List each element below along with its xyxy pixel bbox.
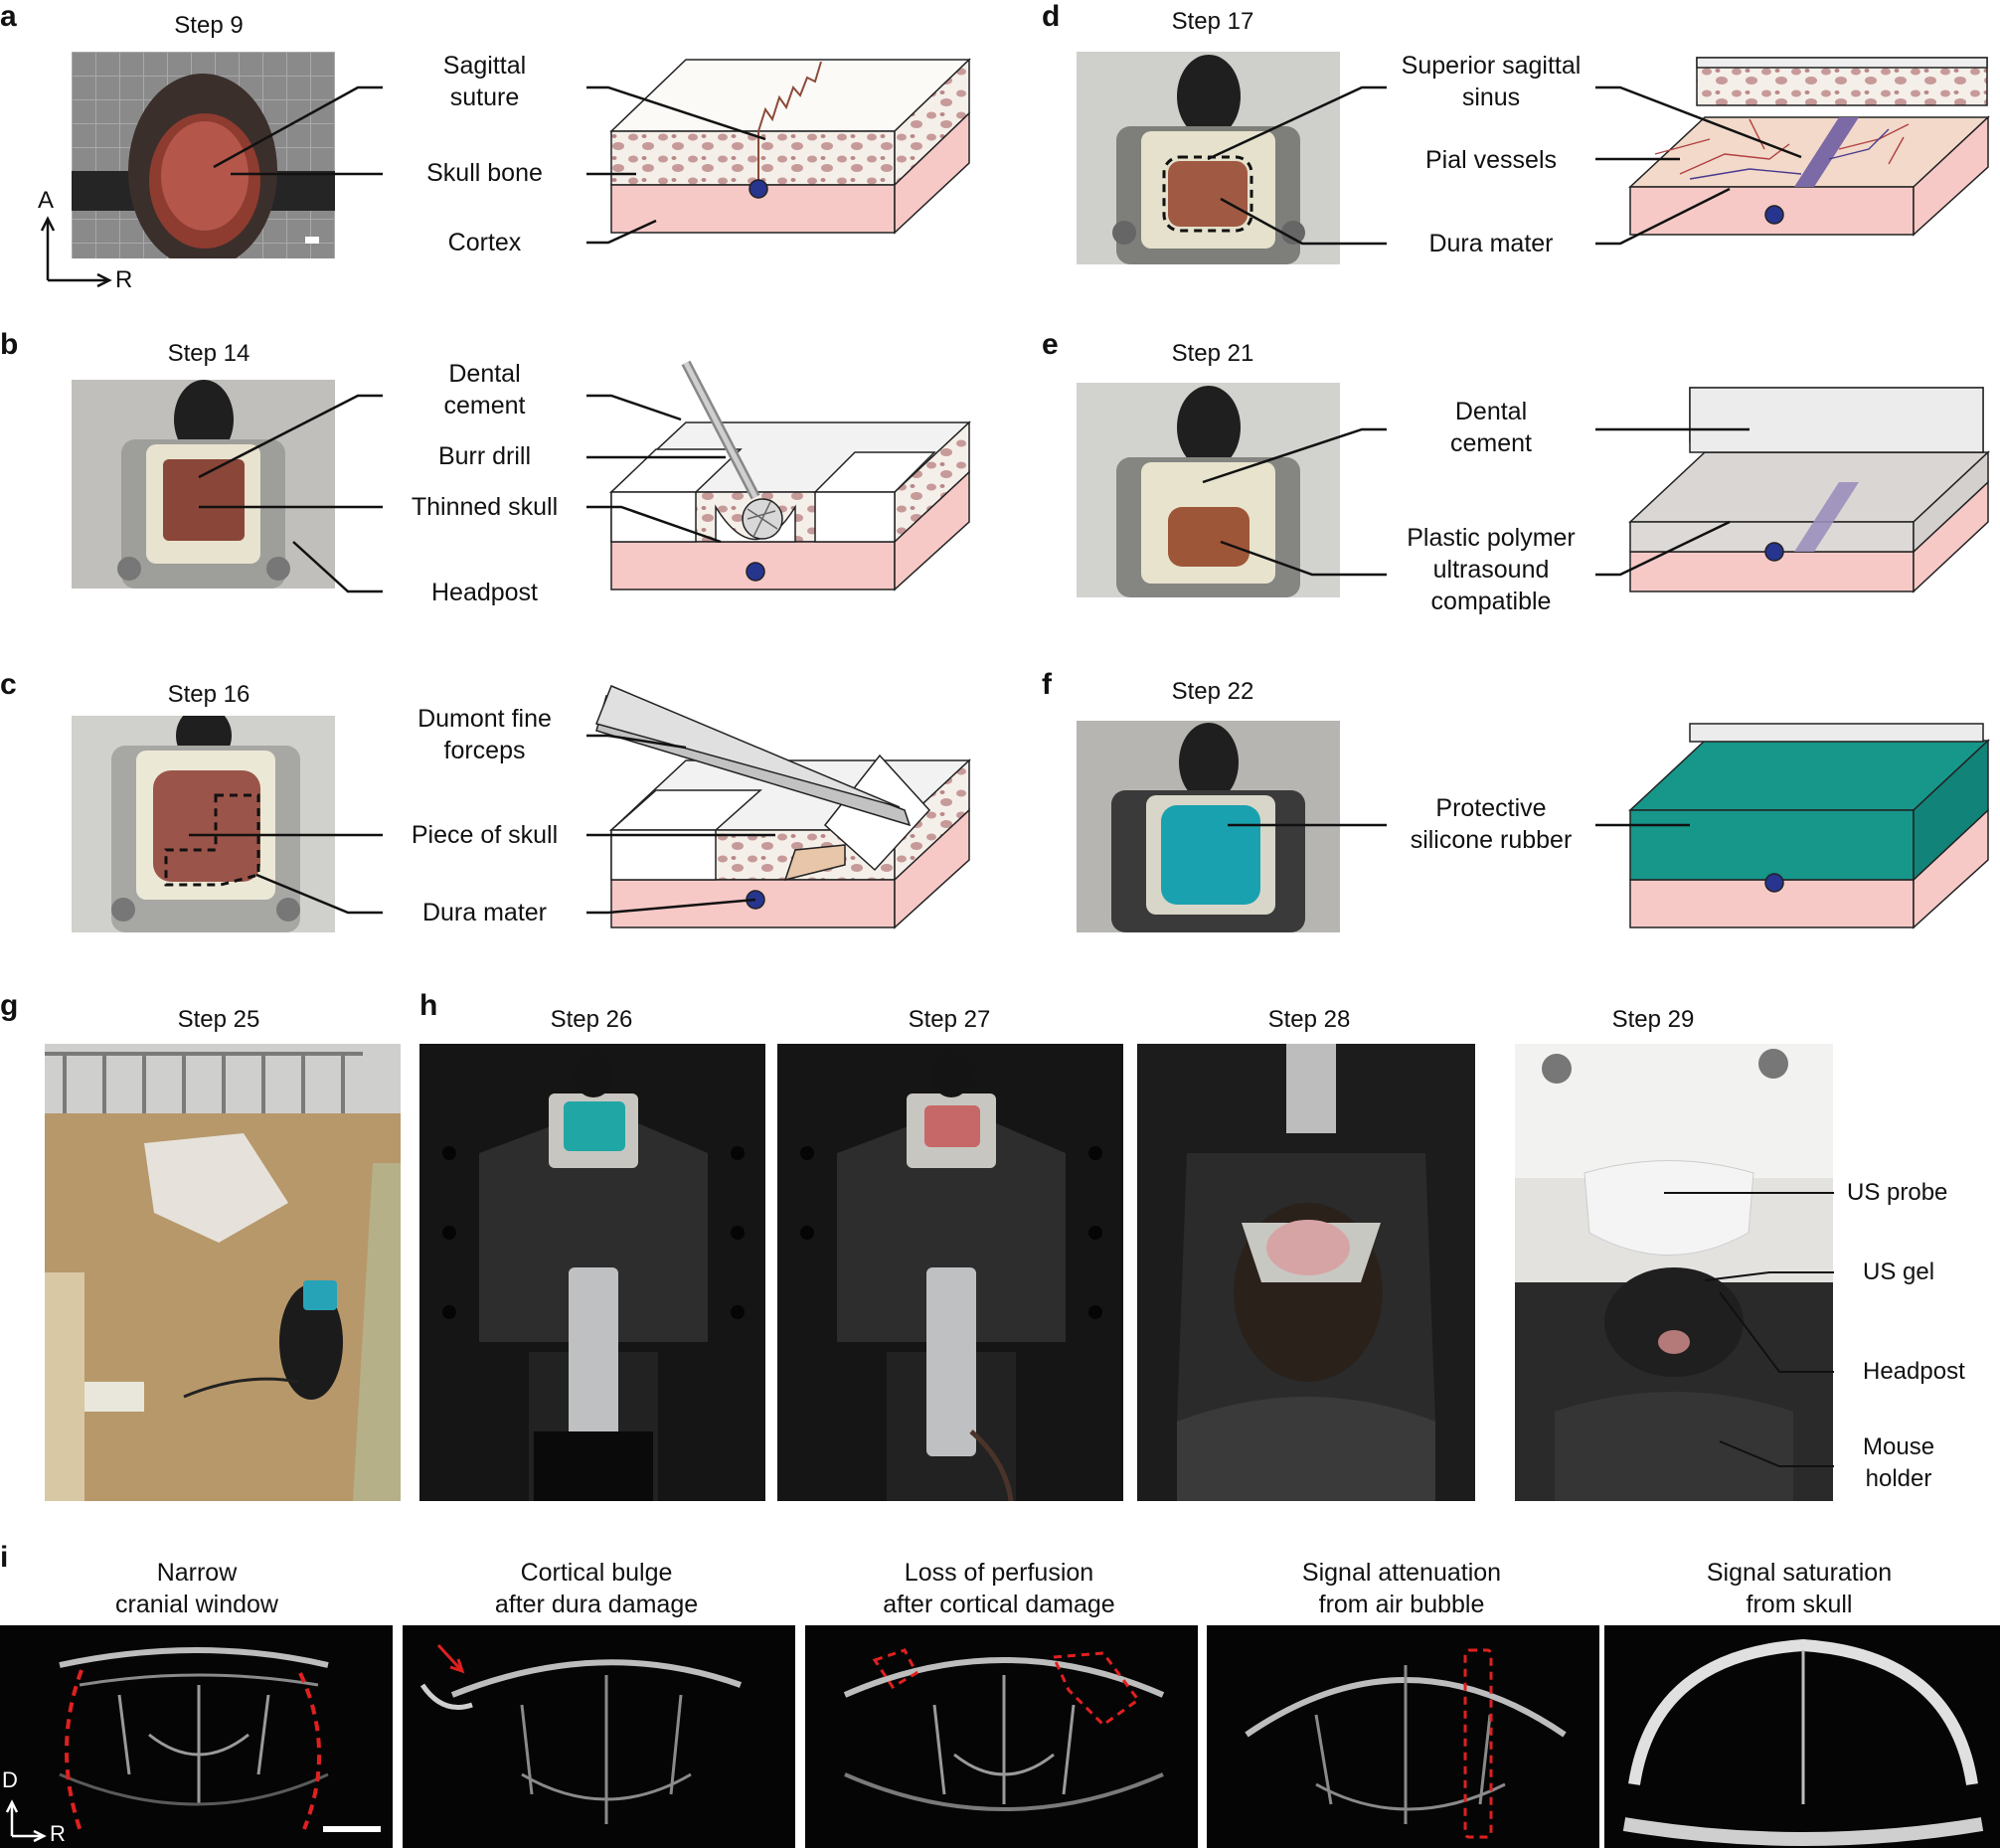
- surgery-photo-step16: [72, 716, 335, 932]
- surgery-photo-step9: [72, 52, 335, 258]
- panel-letter-i: i: [0, 1541, 9, 1574]
- label-text: Sagittal suture: [442, 52, 527, 111]
- holder-photo-step27: [777, 1044, 1123, 1501]
- ultrasound-image-air-bubble: [1207, 1625, 1599, 1848]
- schematic-a: [609, 58, 971, 235]
- holder-photo-step28: [1137, 1044, 1475, 1501]
- panel-letter-a: a: [0, 0, 17, 33]
- axis-label-right: R: [115, 266, 133, 293]
- step-label-h-29: Step 29: [1611, 1006, 1695, 1033]
- step-label-h-26: Step 26: [550, 1006, 633, 1033]
- surgery-photo-step21: [1077, 383, 1340, 597]
- label-pial-vessels: Pial vessels: [1425, 146, 1557, 174]
- label-headpost-b: Headpost: [430, 579, 539, 606]
- step-label-a: Step 9: [174, 12, 244, 39]
- cage-photo-step25: [45, 1044, 401, 1501]
- axis-label-dorsal: D: [2, 1767, 18, 1792]
- panel-letter-c: c: [0, 668, 17, 701]
- label-dental-cement-b: Dental cement: [443, 360, 526, 420]
- label-burr-drill: Burr drill: [437, 442, 532, 470]
- panel-letter-g: g: [0, 989, 19, 1022]
- label-piece-of-skull: Piece of skull: [411, 821, 559, 849]
- ultrasound-image-narrow-window: [0, 1625, 393, 1848]
- label-protective-silicone: Protective silicone rubber: [1410, 794, 1573, 854]
- step-label-c: Step 16: [167, 681, 250, 708]
- title-signal-attenuation: Signal attenuation from air bubble: [1301, 1559, 1502, 1618]
- leader-lines-b: [198, 394, 726, 593]
- ultrasound-image-skull-saturation: [1604, 1625, 2000, 1848]
- label-dumont-forceps: Dumont fine forceps: [417, 705, 552, 764]
- label-us-gel: US gel: [1863, 1259, 1935, 1285]
- label-dura-mater-d: Dura mater: [1428, 230, 1554, 257]
- schematic-f: [1628, 723, 1990, 929]
- label-skull-bone: Skull bone: [426, 159, 543, 187]
- step-label-d: Step 17: [1171, 8, 1254, 35]
- step-label-b: Step 14: [167, 340, 250, 367]
- surgery-photo-step14: [72, 380, 335, 588]
- label-plastic-polymer: Plastic polymer ultrasound compatible: [1407, 524, 1576, 615]
- schematics-overlay: [40, 57, 1990, 929]
- schematic-e: [1628, 387, 1990, 593]
- ultrasound-image-cortical-bulge: [403, 1625, 795, 1848]
- label-thinned-skull: Thinned skull: [411, 493, 559, 521]
- title-loss-of-perfusion: Loss of perfusion after cortical damage: [883, 1559, 1115, 1618]
- step-label-f: Step 22: [1171, 678, 1254, 705]
- orientation-axes-a: [40, 216, 112, 288]
- panel-letter-d: d: [1042, 0, 1061, 33]
- panel-letter-h: h: [419, 989, 438, 1022]
- label-dental-cement-e: Dental cement: [1450, 398, 1532, 457]
- leader-lines-c: [189, 734, 775, 915]
- label-us-probe: US probe: [1847, 1179, 1948, 1206]
- axis-label-anterior: A: [38, 187, 55, 214]
- panel-letter-e: e: [1042, 328, 1059, 361]
- label-superior-sagittal-sinus: Superior sagittal sinus: [1401, 52, 1582, 111]
- label-mouse-holder: Mouse holder: [1863, 1433, 1935, 1492]
- leader-lines-h: [1664, 1192, 1834, 1467]
- label-headpost-h: Headpost: [1863, 1358, 1965, 1385]
- surgery-photo-step22: [1077, 721, 1340, 932]
- leader-lines-a: [213, 85, 766, 245]
- schematic-b: [609, 360, 971, 591]
- title-signal-saturation: Signal saturation from skull: [1706, 1559, 1893, 1618]
- holder-photo-step26: [419, 1044, 765, 1501]
- schematic-d: [1628, 57, 1990, 237]
- step-label-h-27: Step 27: [908, 1006, 991, 1033]
- label-cortex: Cortex: [447, 229, 522, 256]
- label-sagittal-suture: Sagittal suture: [383, 50, 586, 113]
- title-cortical-bulge: Cortical bulge after dura damage: [494, 1559, 699, 1618]
- step-label-h-28: Step 28: [1267, 1006, 1351, 1033]
- leader-lines-d: [1207, 85, 1802, 246]
- title-narrow-cranial-window: Narrow cranial window: [115, 1559, 278, 1618]
- step-label-g: Step 25: [177, 1006, 260, 1033]
- panel-letter-b: b: [0, 328, 19, 361]
- panel-letter-f: f: [1042, 668, 1052, 701]
- schematic-c: [594, 685, 971, 929]
- ultrasound-image-loss-of-perfusion: [805, 1625, 1198, 1848]
- leader-lines-e: [1202, 427, 1750, 577]
- axis-label-right-i: R: [50, 1821, 66, 1846]
- step-label-e: Step 21: [1171, 340, 1254, 367]
- label-dura-mater-c: Dura mater: [421, 899, 548, 926]
